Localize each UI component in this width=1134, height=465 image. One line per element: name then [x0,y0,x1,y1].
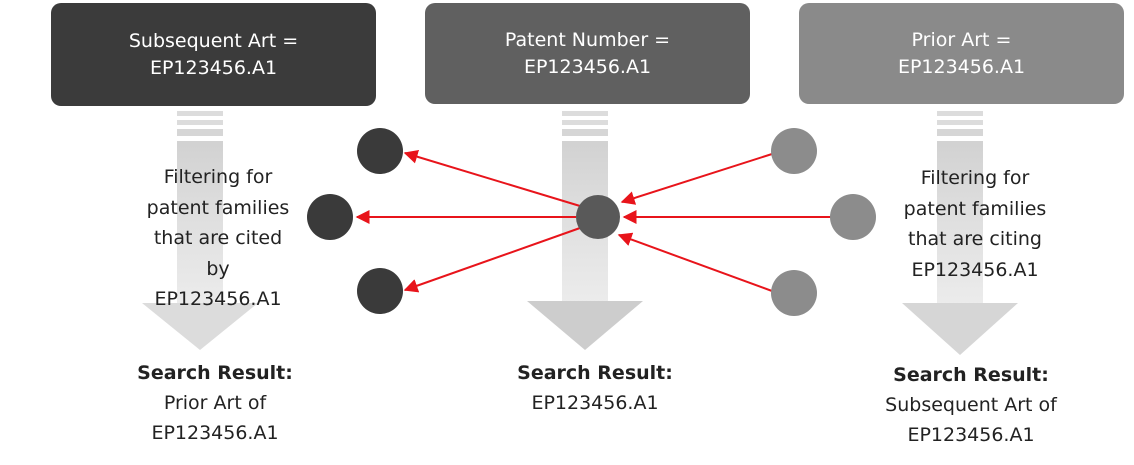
prior-art-node-middle [307,194,353,240]
right-filter-description: Filtering for patent families that are c… [870,163,1080,285]
center-result-line1: EP123456.A1 [531,392,659,414]
prior-art-box-line1: Prior Art = [911,28,1012,51]
right-desc-line-4: EP123456.A1 [911,258,1039,281]
right-result-line2: EP123456.A1 [907,424,1035,446]
link-from-subsequent-top [620,153,773,205]
patent-node [576,195,620,239]
subsequent-art-node-bottom [771,270,817,316]
left-desc-line-3: that are cited [153,227,283,249]
patent-number-box: Patent Number = EP123456.A1 [425,3,750,104]
link-to-prior-bottom [403,227,581,293]
center-search-result: Search Result: EP123456.A1 [480,358,710,418]
right-desc-line-2: patent families [903,197,1047,220]
subsequent-art-node-top [771,128,817,174]
left-desc-line-2: patent families [146,196,290,219]
left-filter-description: Filtering for patent families that are c… [118,162,318,315]
right-search-result: Search Result: Subsequent Art of EP12345… [850,360,1092,450]
left-result-line2: EP123456.A1 [151,422,279,444]
center-result-heading: Search Result: [517,362,673,384]
right-down-arrow [902,111,1018,355]
subsequent-art-node-middle [830,194,876,240]
link-from-subsequent-bottom [617,232,773,292]
left-down-arrow [142,111,258,350]
prior-art-node-top [357,128,403,174]
link-to-prior-top [403,149,581,207]
citation-links [355,149,833,293]
subsequent-art-box-line2: EP123456.A1 [149,56,278,79]
prior-art-node-bottom [357,268,403,314]
right-result-heading: Search Result: [893,364,1049,386]
patent-number-box-line1: Patent Number = [504,28,671,51]
left-desc-line-1: Filtering for [163,166,273,188]
right-desc-line-1: Filtering for [920,167,1030,189]
left-search-result: Search Result: Prior Art of EP123456.A1 [100,358,330,448]
right-result-line1: Subsequent Art of [885,394,1057,416]
left-result-heading: Search Result: [137,362,293,384]
left-desc-line-4: by [206,257,230,280]
left-desc-line-5: EP123456.A1 [154,288,282,310]
subsequent-art-box-line1: Subsequent Art = [128,29,299,52]
subsequent-art-box: Subsequent Art = EP123456.A1 [51,3,376,106]
left-result-line1: Prior Art of [163,392,267,414]
prior-art-box-line2: EP123456.A1 [897,55,1026,78]
patent-number-box-line2: EP123456.A1 [523,55,652,78]
prior-art-box: Prior Art = EP123456.A1 [799,3,1124,104]
right-desc-line-3: that are citing [908,228,1042,250]
